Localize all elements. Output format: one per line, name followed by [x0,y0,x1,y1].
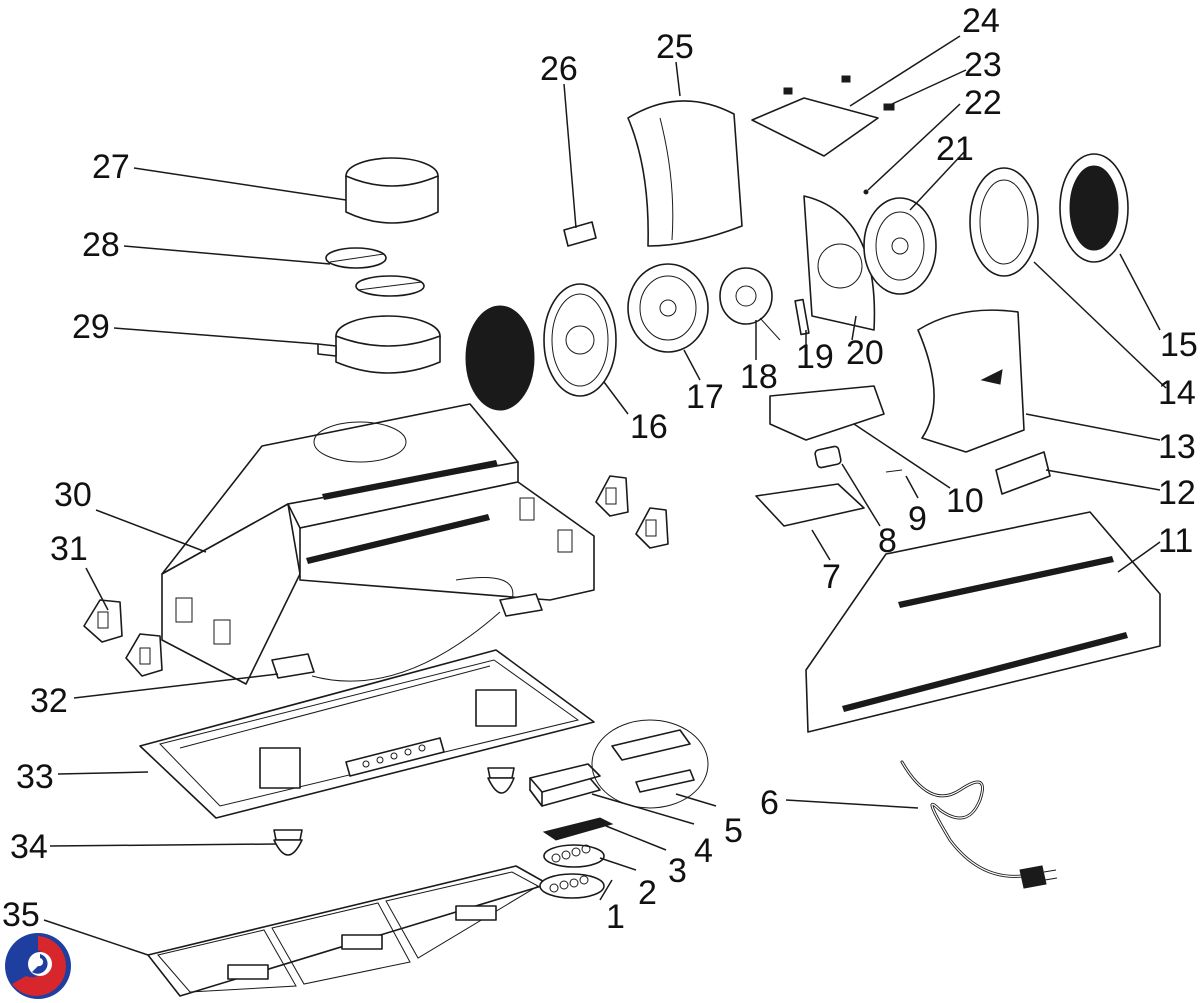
leader-lines [43,35,1167,956]
part-1-2-3-controls [539,817,614,899]
label-6: 6 [760,784,779,822]
part-31-mounting-bracket [83,475,669,677]
label-25: 25 [656,28,694,66]
part-9-screw [885,469,903,473]
part-12-cover-plate [995,451,1051,495]
label-26: 26 [540,50,578,88]
label-8: 8 [878,522,897,560]
label-27: 27 [92,148,130,186]
label-17: 17 [686,378,724,416]
label-14: 14 [1158,374,1196,412]
label-7: 7 [822,558,841,596]
part-17-blower-wheel [627,263,709,353]
part-19-clip [794,298,810,336]
label-19: 19 [796,338,834,376]
brand-logo-icon [5,933,71,999]
label-5: 5 [724,812,743,850]
label-4: 4 [694,832,713,870]
label-12: 12 [1158,474,1196,512]
label-15: 15 [1160,326,1198,364]
label-23: 23 [964,46,1002,84]
label-2: 2 [638,874,657,912]
part-16-carbon-filter [465,283,617,411]
part-22-screw [863,189,869,195]
label-35: 35 [2,896,40,934]
label-3: 3 [668,852,687,890]
part-24-top-plate [751,75,879,157]
label-22: 22 [964,84,1002,122]
part-6-power-cord [900,760,1058,889]
label-30: 30 [54,476,92,514]
part-20-blower-plate [803,195,876,331]
label-16: 16 [630,408,668,446]
label-13: 13 [1158,428,1196,466]
label-24: 24 [962,2,1000,40]
part-21-blower-wheel [863,197,937,295]
part-14-inlet-ring [969,167,1039,277]
part-26-clip [563,221,597,247]
part-23-clip [883,103,895,111]
label-34: 34 [10,828,48,866]
label-20: 20 [846,334,884,372]
part-32-junction-box [271,593,543,682]
label-10: 10 [946,482,984,520]
label-33: 33 [16,758,54,796]
part-25-blower-housing [627,100,743,247]
part-35-grease-filter-frame [147,865,549,997]
part-27-28-29-duct-collar [317,157,441,374]
part-4-transformer-box [529,763,601,807]
part-number-labels: 1 2 3 4 5 6 7 8 9 10 11 12 13 14 15 16 1… [2,2,1198,936]
part-34-halogen-lamp [273,767,515,856]
part-7-tray [755,483,865,527]
part-18-motor [719,267,781,341]
part-33-bottom-panel [139,649,595,819]
part-8-capacitor [814,445,842,469]
part-5-control-board [591,719,709,809]
label-29: 29 [72,308,110,346]
label-11: 11 [1158,522,1193,560]
label-28: 28 [82,226,120,264]
label-1: 1 [606,898,625,936]
label-32: 32 [30,682,68,720]
part-13-blower-housing [917,309,1025,453]
part-11-rear-panel [805,511,1161,733]
label-31: 31 [50,530,88,568]
part-10-motor-bracket [769,385,885,441]
label-21: 21 [936,130,974,168]
part-15-carbon-filter [1059,153,1129,263]
label-18: 18 [740,358,778,396]
label-9: 9 [908,500,927,538]
part-30-hood-housing [161,403,595,685]
